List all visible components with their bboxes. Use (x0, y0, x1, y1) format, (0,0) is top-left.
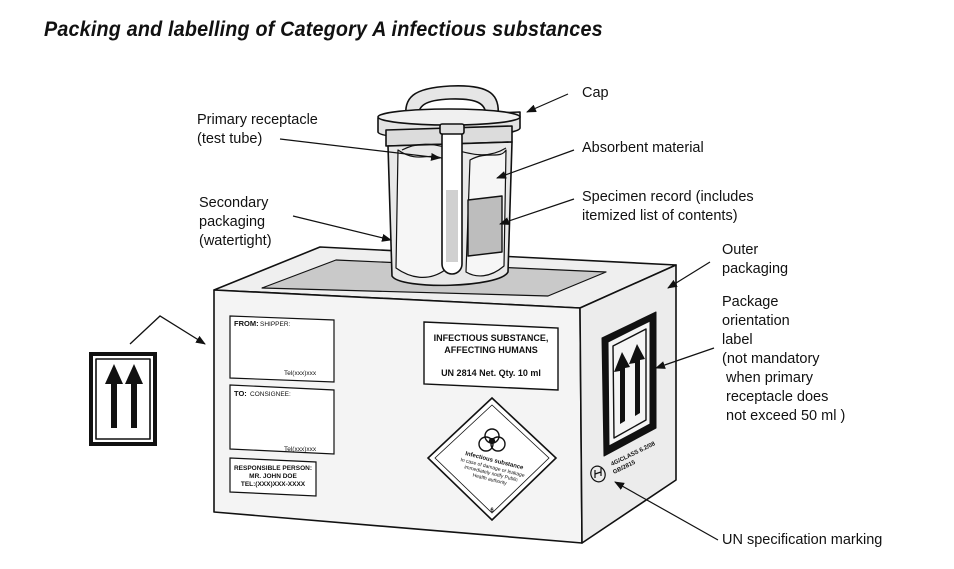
infect-line3: UN 2814 Net. Qty. 10 ml (441, 368, 541, 378)
responsible-person-box (229, 457, 317, 497)
consignee-box (229, 384, 335, 455)
label-un-specification: UN specification marking (722, 532, 883, 548)
from-tel: Tel(xxx)xxx (284, 370, 317, 377)
resp-line1: RESPONSIBLE PERSON: (234, 465, 312, 472)
hazard-diamond (426, 396, 558, 522)
label-primary-line1: Primary receptacle (197, 112, 318, 128)
label-absorbent-material: Absorbent material (582, 140, 704, 156)
label-orient-line5: when primary (726, 370, 814, 386)
label-primary-receptacle: Primary receptacle (test tube) (197, 111, 318, 149)
to-consignee: CONSIGNEE: (250, 391, 291, 398)
label-orient-line2: orientation (722, 313, 790, 329)
label-primary-line2: (test tube) (197, 131, 263, 147)
label-secondary-line3: (watertight) (199, 233, 272, 249)
label-secondary-line2: packaging (199, 214, 266, 230)
orientation-label-sample (89, 352, 157, 446)
shipper-box (229, 315, 335, 383)
biohazard-icon (478, 428, 506, 452)
label-specimen-record: Specimen record (includes itemized list … (582, 188, 754, 226)
label-orient-line3: label (722, 332, 753, 348)
label-secondary-line1: Secondary (199, 195, 269, 211)
label-outer-line2: packaging (722, 261, 789, 277)
front-labels (229, 315, 559, 522)
label-outer-packaging: Outer packaging (722, 241, 788, 279)
label-specimen-line1: Specimen record (includes (582, 189, 754, 205)
label-orient-line7: not exceed 50 ml ) (726, 408, 846, 424)
label-orient-line6: receptacle does (726, 389, 829, 405)
resp-line2: MR. JOHN DOE (249, 473, 297, 480)
infect-line1: INFECTIOUS SUBSTANCE, (434, 333, 549, 343)
side-orientation-label (601, 311, 657, 457)
infect-line2: AFFECTING HUMANS (444, 345, 538, 355)
label-orient-line4: (not mandatory (722, 351, 820, 367)
to-label: TO: (234, 389, 247, 398)
label-secondary-packaging: Secondary packaging (watertight) (199, 194, 272, 251)
label-orient-line1: Package (722, 294, 779, 310)
to-tel: Tel(xxx)xxx (284, 446, 317, 453)
from-label: FROM: (234, 319, 259, 328)
un-symbol-icon (590, 465, 606, 483)
label-outer-line1: Outer (722, 242, 759, 258)
resp-line3: TEL:(XXX)XXX-XXXX (241, 481, 306, 488)
infectious-label-box (423, 321, 559, 391)
label-specimen-line2: itemized list of contents) (582, 208, 738, 224)
page-title: Packing and labelling of Category A infe… (44, 18, 603, 41)
orientation-pointer (129, 315, 206, 345)
secondary-container (377, 85, 521, 287)
label-orientation: Package orientation label (not mandatory… (722, 293, 845, 426)
label-cap: Cap (582, 85, 609, 101)
diamond-class: 6 (490, 508, 494, 514)
from-shipper: SHIPPER: (260, 321, 291, 328)
leader-lines (279, 93, 719, 541)
